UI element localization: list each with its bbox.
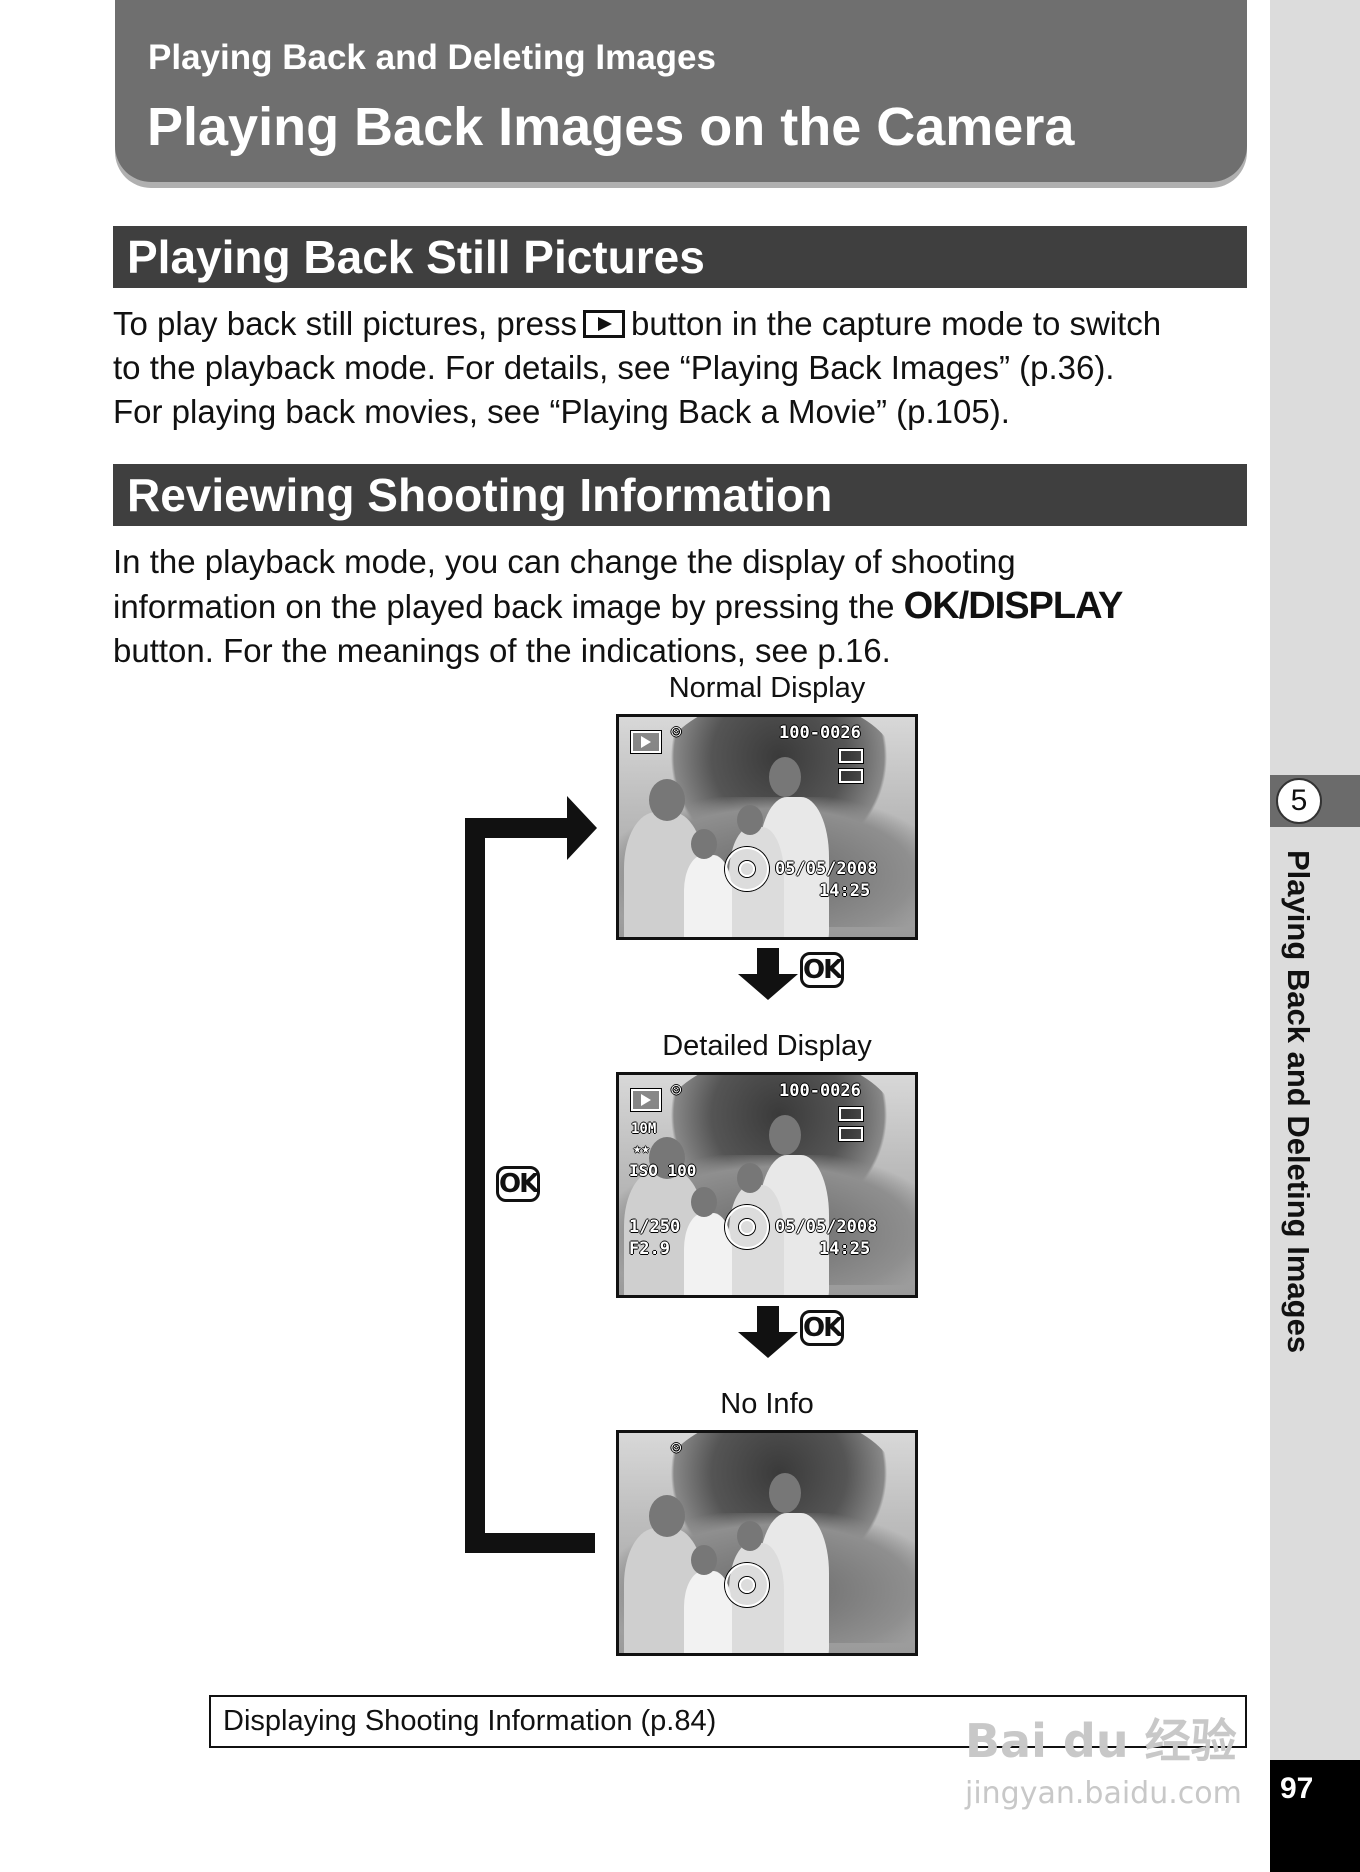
shutter-speed: 1/250: [629, 1217, 680, 1237]
battery-icon: [839, 1127, 863, 1141]
section-bar-still-pictures: Playing Back Still Pictures: [113, 226, 1247, 288]
file-number: 100-0026: [779, 723, 861, 743]
photo-head: [691, 829, 717, 859]
shooting-info-paragraph: In the playback mode, you can change the…: [113, 540, 1263, 673]
chapter-number: 5: [1276, 778, 1322, 824]
para-line: information on the played back image by …: [113, 584, 1263, 629]
recorded-pixels: 10M: [631, 1121, 656, 1137]
loop-arrow-bottom: [465, 1533, 595, 1553]
ok-button-icon: OK: [800, 1310, 844, 1346]
face-detect-icon: ☺: [671, 1439, 681, 1459]
date-stamp: 05/05/2008: [775, 859, 877, 879]
still-pictures-paragraph: To play back still pictures, press button…: [113, 302, 1263, 434]
playback-button-icon: [583, 310, 625, 338]
down-arrow-shaft: [757, 948, 779, 974]
chapter-title-vertical: Playing Back and Deleting Images: [1272, 850, 1316, 1450]
photo-head: [691, 1187, 717, 1217]
protect-key-icon: [839, 749, 863, 763]
quality-level: ★★: [633, 1141, 650, 1157]
down-arrow-icon: [738, 974, 798, 1000]
playback-mode-icon: [631, 731, 661, 753]
photo-head: [649, 779, 685, 821]
four-way-controller-icon: [725, 1563, 769, 1607]
photo-head: [769, 1115, 801, 1155]
page-title: Playing Back Images on the Camera: [147, 96, 1074, 158]
screen-normal-display: ☺ 100-0026 05/05/2008 14:25: [616, 714, 918, 940]
photo-head: [737, 1163, 763, 1193]
battery-icon: [839, 769, 863, 783]
para-line: For playing back movies, see “Playing Ba…: [113, 390, 1263, 434]
photo-head: [649, 1495, 685, 1537]
photo-head: [691, 1545, 717, 1575]
down-arrow-icon: [738, 1332, 798, 1358]
para-line: to the playback mode. For details, see “…: [113, 346, 1263, 390]
para-text: button in the capture mode to switch: [631, 305, 1161, 342]
section-title: Reviewing Shooting Information: [127, 467, 832, 523]
loop-arrow-top: [465, 818, 575, 838]
para-line: button. For the meanings of the indicati…: [113, 629, 1263, 673]
four-way-controller-icon: [725, 847, 769, 891]
section-bar-shooting-info: Reviewing Shooting Information: [113, 464, 1247, 526]
header-subtitle: Playing Back and Deleting Images: [148, 38, 716, 78]
para-text: information on the played back image by …: [113, 588, 894, 625]
playback-mode-icon: [631, 1089, 661, 1111]
loop-arrow-line: [465, 818, 485, 1553]
time-stamp: 14:25: [819, 1239, 870, 1259]
face-detect-icon: ☺: [671, 1081, 681, 1101]
ok-display-button-label: OK/DISPLAY: [904, 585, 1123, 627]
photo-head: [769, 1473, 801, 1513]
screen-detailed-display: ☺ 100-0026 10M ★★ ISO 100 1/250 F2.9 05/…: [616, 1072, 918, 1298]
ok-button-icon: OK: [496, 1166, 540, 1202]
watermark-url: jingyan.baidu.com: [965, 1776, 1242, 1811]
protect-key-icon: [839, 1107, 863, 1121]
photo-head: [737, 805, 763, 835]
time-stamp: 14:25: [819, 881, 870, 901]
photo-head: [769, 757, 801, 797]
date-stamp: 05/05/2008: [775, 1217, 877, 1237]
screen-no-info: ☺: [616, 1430, 918, 1656]
loop-arrow-head-icon: [567, 796, 597, 860]
four-way-controller-icon: [725, 1205, 769, 1249]
face-detect-icon: ☺: [671, 723, 681, 743]
ok-button-icon: OK: [800, 952, 844, 988]
para-line: To play back still pictures, press button…: [113, 302, 1263, 346]
down-arrow-shaft: [757, 1306, 779, 1332]
file-number: 100-0026: [779, 1081, 861, 1101]
caption-no-info: No Info: [616, 1388, 918, 1421]
iso-sensitivity: ISO 100: [629, 1161, 696, 1180]
caption-normal-display: Normal Display: [616, 672, 918, 705]
section-title: Playing Back Still Pictures: [127, 229, 705, 285]
para-text: To play back still pictures, press: [113, 305, 577, 342]
photo-head: [737, 1521, 763, 1551]
page-number: 97: [1280, 1772, 1313, 1806]
caption-detailed-display: Detailed Display: [616, 1030, 918, 1063]
watermark-logo: Bai du 经验: [965, 1705, 1237, 1771]
reference-link[interactable]: Displaying Shooting Information (p.84): [223, 1705, 716, 1738]
para-line: In the playback mode, you can change the…: [113, 540, 1263, 584]
aperture: F2.9: [629, 1239, 670, 1259]
